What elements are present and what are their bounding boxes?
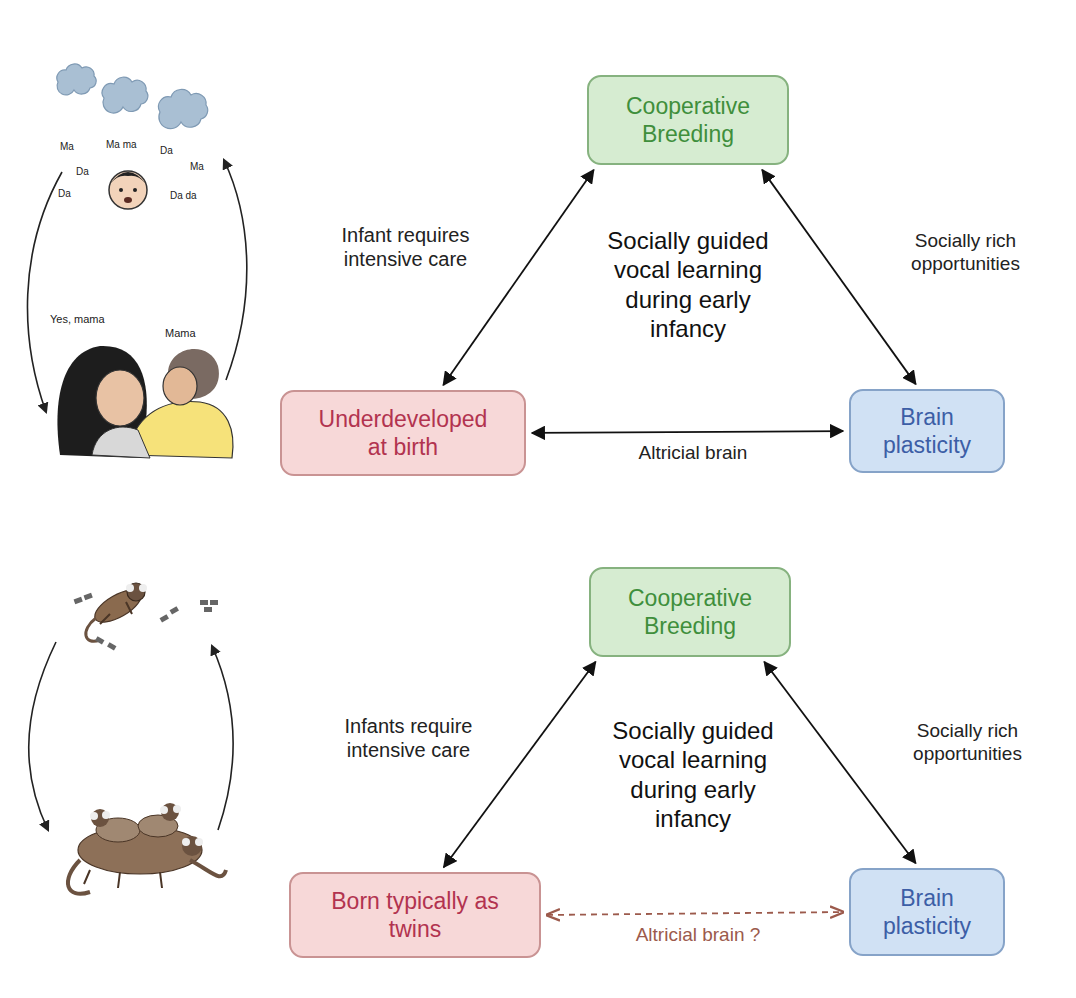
edge-label: Altricial brain ? bbox=[595, 922, 801, 947]
marmoset-calling bbox=[86, 583, 147, 641]
speech-text: Da bbox=[58, 188, 71, 200]
speech-text: Yes, mama bbox=[50, 313, 105, 326]
thought-clouds bbox=[57, 64, 208, 129]
speech-text: Ma ma bbox=[106, 139, 137, 151]
speech-text: Da bbox=[76, 166, 89, 178]
concept-box: Cooperative Breeding bbox=[589, 567, 791, 657]
center-caption: Socially guided vocal learning during ea… bbox=[588, 226, 788, 343]
center-caption: Socially guided vocal learning during ea… bbox=[593, 716, 793, 833]
speech-text: Da bbox=[160, 145, 173, 157]
box-text: Cooperative Breeding bbox=[615, 584, 765, 640]
connector-arrow bbox=[762, 170, 916, 384]
edge-label: Infants require intensive care bbox=[308, 713, 509, 764]
box-text: Brain plasticity bbox=[871, 884, 983, 940]
box-text: Underdeveloped at birth bbox=[313, 405, 493, 461]
box-text: Brain plasticity bbox=[871, 403, 983, 459]
box-text: Born typically as twins bbox=[320, 887, 510, 943]
speech-text: Mama bbox=[165, 327, 196, 340]
connector-arrow bbox=[532, 431, 843, 433]
baby-head bbox=[109, 171, 147, 209]
concept-box: Cooperative Breeding bbox=[587, 75, 789, 165]
edge-label: Altricial brain bbox=[590, 440, 796, 465]
concept-box: Underdeveloped at birth bbox=[280, 390, 526, 476]
connector-arrow bbox=[443, 170, 593, 385]
box-text: Cooperative Breeding bbox=[613, 92, 763, 148]
concept-box: Brain plasticity bbox=[849, 868, 1005, 956]
connector-arrow bbox=[547, 912, 843, 915]
speech-text: Ma bbox=[60, 141, 74, 153]
marmoset-group bbox=[68, 803, 226, 894]
connector-arrow bbox=[444, 662, 596, 867]
concept-box: Born typically as twins bbox=[289, 872, 541, 958]
speech-text: Ma bbox=[190, 161, 204, 173]
edge-label: Socially rich opportunities bbox=[880, 228, 1051, 276]
call-marks bbox=[74, 593, 218, 651]
concept-box: Brain plasticity bbox=[849, 389, 1005, 473]
mother-and-child bbox=[57, 346, 233, 458]
speech-text: Da da bbox=[170, 190, 197, 202]
edge-label: Socially rich opportunities bbox=[882, 718, 1053, 766]
edge-label: Infant requires intensive care bbox=[305, 222, 506, 273]
